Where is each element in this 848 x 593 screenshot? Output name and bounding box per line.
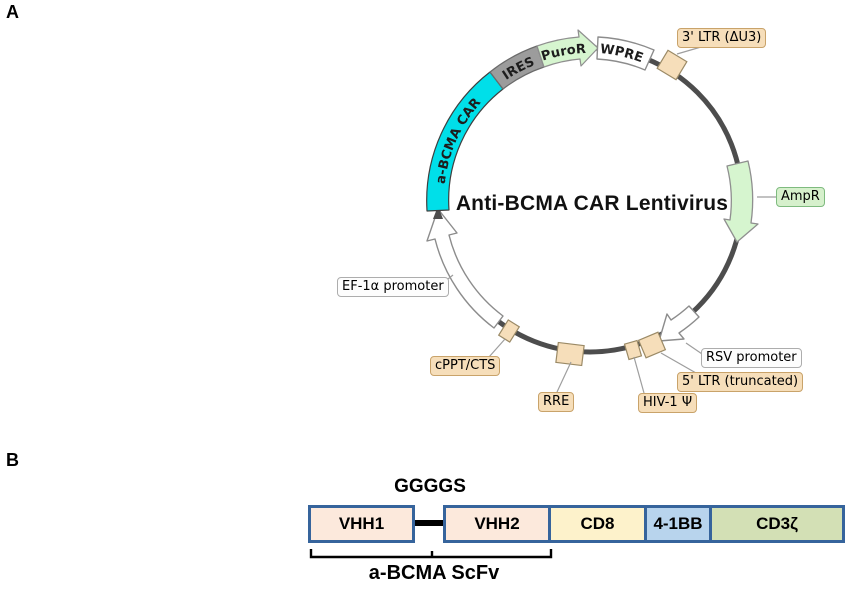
hiv-psi-callout: HIV-1 Ψ — [638, 393, 698, 414]
ef1a-promoter-arrow — [426, 208, 504, 329]
panel-b-label: B — [6, 450, 19, 470]
leader-ltr3 — [676, 46, 702, 55]
rre-marker — [555, 341, 585, 367]
ltr5-callout: 5' LTR (truncated) — [677, 372, 804, 393]
plasmid-map: a-BCMA CAR IRES PuroR WPRE — [426, 29, 777, 394]
ampr-arrow — [723, 160, 759, 243]
domain-box-cd3z: CD3ζ — [709, 505, 845, 543]
domain-box-vhh1: VHH1 — [308, 505, 415, 543]
plasmid-title: Anti-BCMA CAR Lentivirus — [455, 192, 729, 215]
ef1a-arrow-tip — [433, 206, 443, 219]
leader-psi — [633, 356, 645, 394]
domain-box-41bb: 4-1BB — [644, 505, 712, 543]
wpre-segment — [596, 36, 655, 71]
ef1a-callout: EF-1α promoter — [337, 277, 449, 298]
ggggs-linker-bar — [415, 520, 443, 526]
linker-label: GGGGS — [394, 476, 466, 497]
rre-callout: RRE — [538, 392, 575, 413]
domain-box-cd8: CD8 — [548, 505, 647, 543]
car-segment — [426, 71, 504, 212]
leader-cppt — [488, 338, 506, 358]
cppt-callout: cPPT/CTS — [430, 356, 501, 377]
leader-ltr5 — [660, 352, 697, 374]
rsv-promoter-arrow — [658, 305, 700, 342]
hiv-psi-marker — [623, 339, 643, 361]
domain-box-vhh2: VHH2 — [443, 505, 551, 543]
scfv-bracket — [309, 549, 553, 559]
scfv-bracket-path — [309, 549, 553, 559]
panel-a-label: A — [6, 2, 19, 22]
ltr3-callout: 3' LTR (ΔU3) — [677, 28, 767, 49]
ltr5-marker — [637, 331, 667, 359]
cppt-marker — [497, 319, 521, 343]
ltr3-marker — [656, 49, 688, 81]
rsv-callout: RSV promoter — [701, 348, 802, 369]
leader-rre — [556, 361, 572, 393]
leader-lines — [437, 46, 777, 394]
ampr-callout: AmpR — [776, 187, 825, 208]
scfv-label: a-BCMA ScFv — [368, 562, 500, 584]
